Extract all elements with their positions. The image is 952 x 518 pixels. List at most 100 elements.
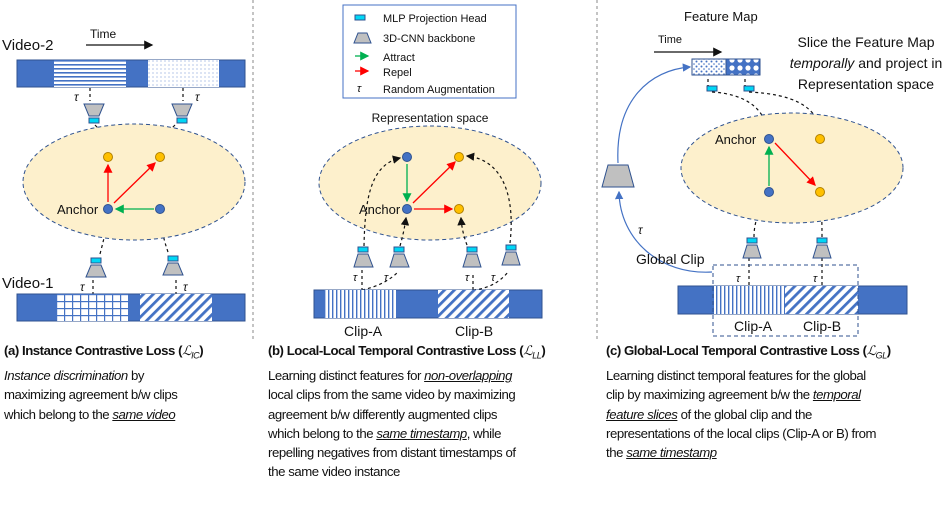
representation-space-label: Representation space	[372, 111, 489, 125]
slice-text-italic: temporally	[790, 55, 856, 71]
caption-text: clip by maximizing agreement b/w the	[606, 387, 813, 403]
tau-label: τ	[195, 90, 201, 104]
mlp-head-icon	[746, 237, 758, 244]
caption-title: (a) Instance Contrastive Loss (	[4, 343, 183, 358]
repel-arrow	[412, 161, 456, 204]
mlp-head-icon	[706, 85, 718, 92]
tau-label: τ	[465, 272, 470, 284]
mlp-head-icon	[393, 246, 405, 253]
global-clip-to-backbone-arrow	[614, 190, 713, 273]
cnn-backbone-icon	[83, 103, 105, 117]
video-2-label: Video-2	[2, 37, 53, 54]
tau-label: τ	[813, 273, 818, 285]
loss-symbol: ℒ	[523, 344, 533, 359]
cnn-backbone-icon	[742, 244, 762, 259]
feature-map-label: Feature Map	[684, 9, 758, 24]
panel-b: MLP Projection Head 3D-CNN backbone Attr…	[313, 4, 543, 339]
slice-text-line-2: temporally and project in	[790, 55, 943, 71]
anchor-label: Anchor	[715, 132, 757, 147]
clip-b-label: Clip-B	[803, 318, 841, 334]
tau-label: τ	[384, 272, 389, 284]
slice-text-line-1: Slice the Feature Map	[798, 34, 935, 50]
global-clip-to-feature-map-arrow	[617, 63, 692, 164]
video-2-clip-2	[148, 60, 219, 87]
legend-label: Random Augmentation	[383, 84, 495, 96]
clip-b-label: Clip-B	[455, 323, 493, 339]
cnn-backbone-icon	[353, 253, 374, 268]
legend-label: MLP Projection Head	[383, 13, 487, 25]
cnn-backbone-icon	[162, 262, 184, 276]
negative-point	[454, 204, 464, 214]
loss-subscript: IC	[191, 350, 200, 361]
caption-emph: feature slices	[606, 406, 678, 422]
caption-text: by	[127, 367, 145, 383]
caption-text: representations of the local clips (Clip…	[606, 425, 877, 441]
clip-a-label: Clip-A	[734, 318, 773, 334]
tau-label: τ	[80, 280, 86, 294]
mlp-head-icon	[176, 117, 188, 124]
caption-text: agreement b/w differently augmented clip…	[268, 406, 498, 422]
cnn-backbone-icon	[85, 264, 107, 278]
repel-arrow	[113, 162, 156, 204]
mlp-head-icon	[466, 246, 478, 253]
clip-b	[785, 286, 858, 314]
video-1-clip-2	[140, 294, 212, 321]
caption-emph: same timestamp	[376, 425, 467, 441]
caption-emph: same timestamp	[626, 445, 717, 461]
mlp-head-icon	[88, 117, 100, 124]
anchor-label: Anchor	[359, 202, 401, 217]
mlp-head-icon	[357, 246, 369, 253]
panel-c: Feature Map Time Slice the Feature Map t…	[601, 9, 943, 337]
mlp-head-icon	[743, 85, 755, 92]
repel-arrow	[774, 142, 816, 186]
negative-point	[815, 134, 825, 144]
loss-subscript: GL	[875, 350, 888, 361]
caption-text: Learning distinct temporal features for …	[606, 367, 866, 383]
cnn-backbone-icon	[353, 32, 372, 44]
video-1-label: Video-1	[2, 275, 53, 292]
caption-emph: non-overlapping	[424, 367, 512, 383]
global-clip-label: Global Clip	[636, 251, 705, 267]
mlp-head-icon	[90, 257, 102, 264]
clip-a	[324, 290, 396, 318]
positive-point	[402, 152, 412, 162]
caption-close: )	[541, 343, 546, 358]
clip-b	[438, 290, 509, 318]
negative-point	[155, 152, 165, 162]
caption-text: local clips from the same video by maxim…	[268, 387, 516, 403]
global-clip-box	[712, 264, 859, 337]
legend-label: Attract	[383, 52, 415, 64]
legend: MLP Projection Head 3D-CNN backbone Attr…	[342, 4, 517, 99]
feature-slice-2	[725, 58, 761, 76]
tau-symbol: τ	[357, 83, 362, 95]
tau-label: τ	[736, 273, 741, 285]
positive-point	[155, 204, 165, 214]
caption-emph: same video	[112, 406, 176, 422]
legend-label: 3D-CNN backbone	[383, 33, 475, 45]
caption-text: the	[606, 445, 627, 461]
caption-close: )	[199, 343, 204, 358]
time-label: Time	[90, 27, 117, 41]
slice-text-rest: and project in	[854, 55, 942, 71]
caption-text: which belong to the	[4, 406, 113, 422]
cnn-backbone-icon	[501, 251, 521, 266]
positive-point	[764, 187, 774, 197]
cnn-backbone-icon	[812, 244, 832, 259]
tau-label: τ	[74, 90, 80, 104]
caption-text: , while	[466, 425, 502, 441]
negative-point	[103, 152, 113, 162]
mlp-head-icon	[816, 237, 828, 244]
caption-a: (a) Instance Contrastive Loss (ℒIC) Inst…	[4, 341, 204, 424]
anchor-point	[103, 204, 113, 214]
mlp-head-icon	[354, 14, 366, 21]
caption-close: )	[886, 343, 891, 358]
slice-text-line-3: Representation space	[798, 76, 934, 92]
clip-a-label: Clip-A	[344, 323, 383, 339]
cnn-backbone-icon	[389, 253, 410, 268]
caption-title: (b) Local-Local Temporal Contrastive Los…	[268, 343, 524, 358]
representation-space	[680, 112, 904, 224]
representation-space	[22, 123, 246, 241]
caption-text: Learning distinct features for	[268, 367, 425, 383]
video-1-clip-1	[57, 294, 128, 321]
